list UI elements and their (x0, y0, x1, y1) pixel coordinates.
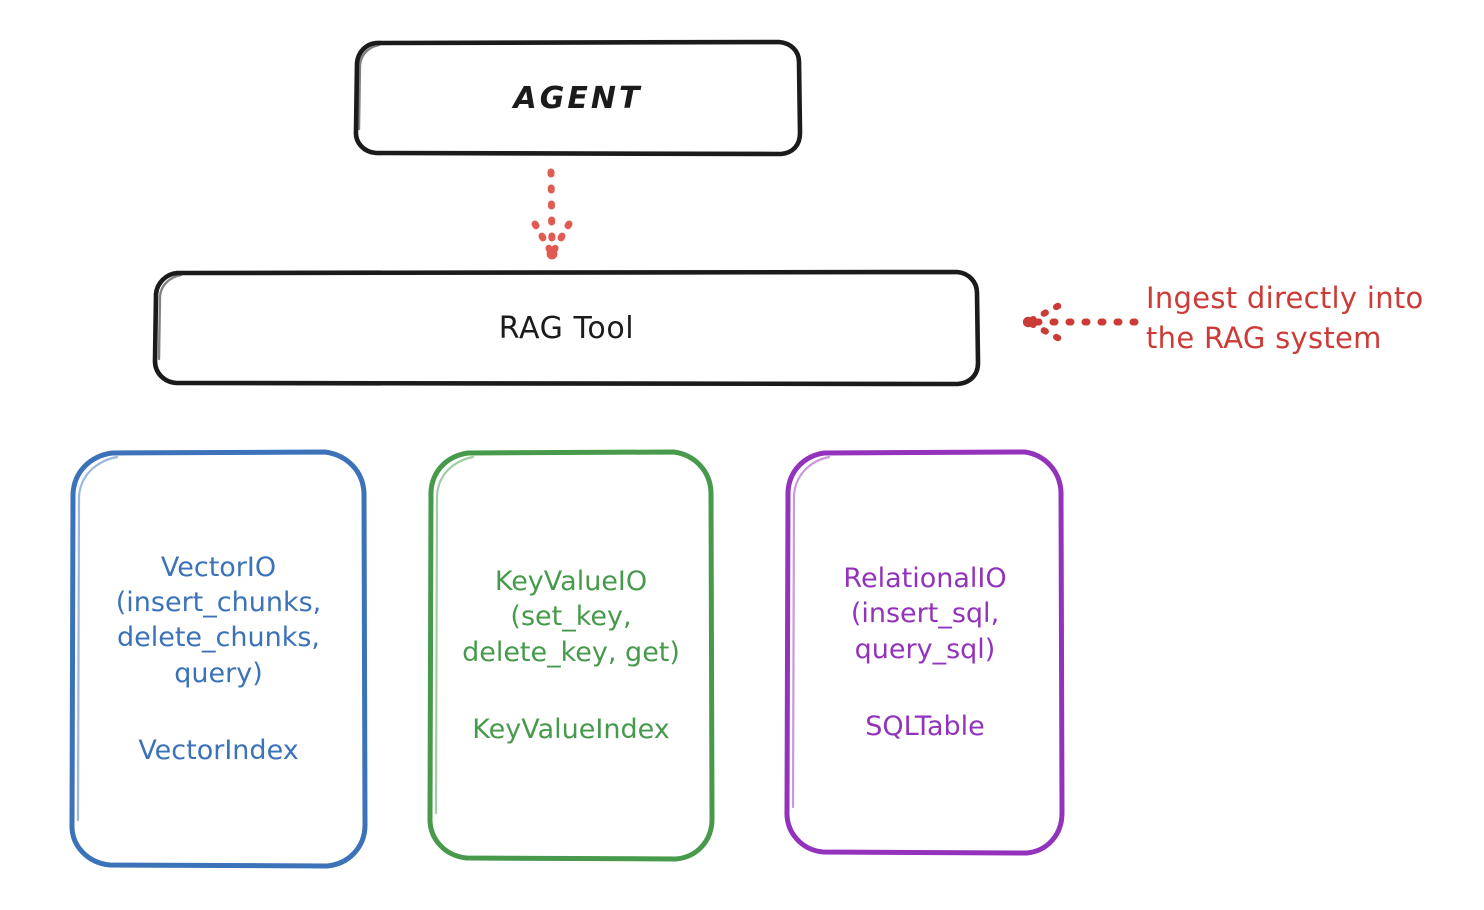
relational-io-node[interactable]: RelationalIO (insert_sql, query_sql) SQL… (788, 452, 1062, 853)
relational-io-body: RelationalIO (insert_sql, query_sql) SQL… (788, 561, 1062, 743)
rag-tool-node[interactable]: RAG Tool (155, 272, 978, 384)
relational-io-api-label: RelationalIO (insert_sql, query_sql) (843, 563, 1007, 665)
vector-io-node[interactable]: VectorIO (insert_chunks, delete_chunks, … (72, 452, 365, 866)
key-value-io-api-label: KeyValueIO (set_key, delete_key, get) (462, 566, 680, 668)
key-value-io-body: KeyValueIO (set_key, delete_key, get) Ke… (430, 564, 712, 746)
agent-label: AGENT (513, 80, 643, 116)
key-value-io-index-label: KeyValueIndex (472, 713, 670, 745)
relational-io-index-label: SQLTable (865, 710, 985, 742)
key-value-io-node[interactable]: KeyValueIO (set_key, delete_key, get) Ke… (430, 452, 712, 859)
connector-agent-to-rag-tool (531, 168, 573, 260)
rag-tool-label: RAG Tool (498, 310, 635, 346)
vector-io-index-label: VectorIndex (138, 734, 299, 766)
vector-io-api-label: VectorIO (insert_chunks, delete_chunks, … (115, 552, 322, 689)
vector-io-body: VectorIO (insert_chunks, delete_chunks, … (72, 550, 365, 767)
connector-ingest-arrow (1022, 302, 1139, 342)
agent-node[interactable]: AGENT (356, 42, 800, 154)
ingest-annotation-text: Ingest directly into the RAG system (1146, 281, 1424, 356)
